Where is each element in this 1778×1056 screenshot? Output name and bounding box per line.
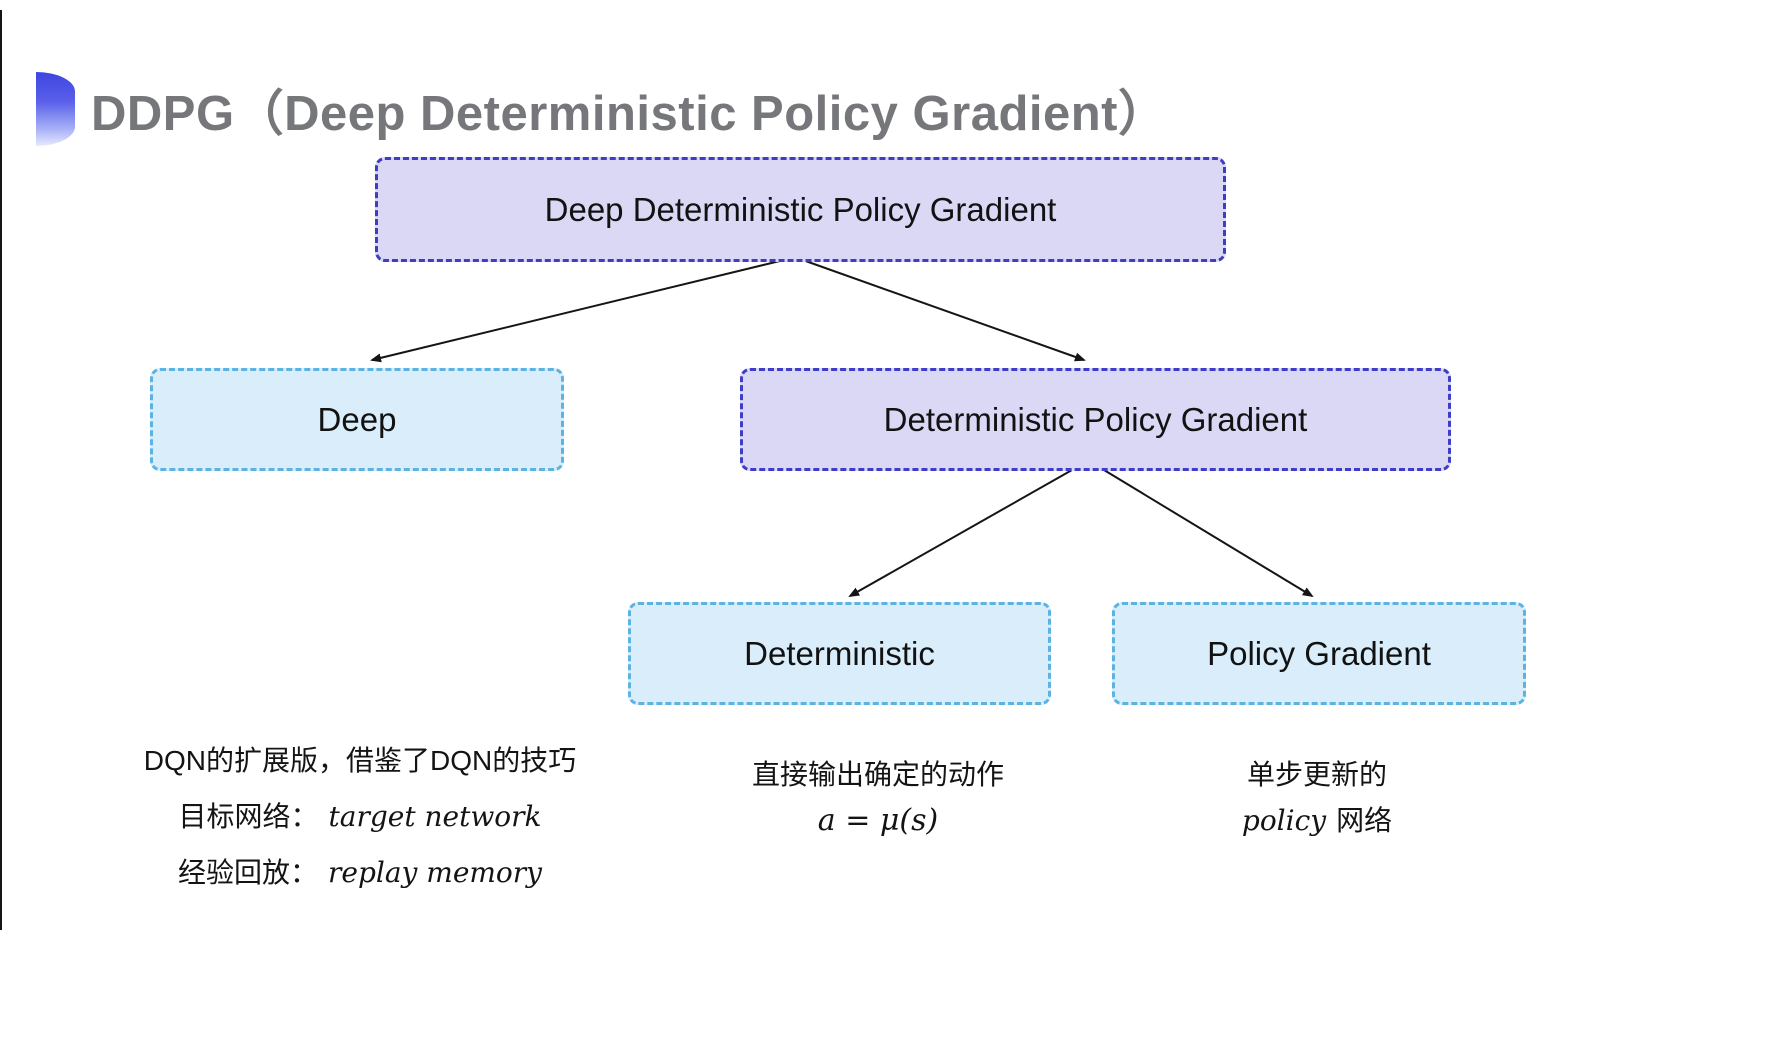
page-title: DDPG（Deep Deterministic Policy Gradient） xyxy=(91,86,1168,141)
arrow-dpg-to-policy-gradient xyxy=(1103,469,1314,598)
note-deep: DQN的扩展版，借鉴了DQN的技巧 目标网络： target network 经验… xyxy=(100,733,620,901)
note-deep-line1: DQN的扩展版，借鉴了DQN的技巧 xyxy=(143,745,577,776)
node-deep: Deep xyxy=(150,368,564,471)
note-deep-line3: 经验回放： replay memory xyxy=(100,845,620,901)
replay-memory-label: 经验回放： xyxy=(178,857,319,888)
node-deterministic: Deterministic xyxy=(628,602,1051,705)
node-label: Deterministic Policy Gradient xyxy=(883,400,1308,438)
target-network-term: target network xyxy=(328,800,542,833)
node-label: Deep Deterministic Policy Gradient xyxy=(544,190,1057,228)
network-word: 网络 xyxy=(1336,805,1393,836)
note-policy-gradient-line2: policy 网络 xyxy=(1139,798,1495,844)
node-deterministic-policy-gradient: Deterministic Policy Gradient xyxy=(740,368,1451,471)
arrow-dpg-to-deterministic xyxy=(848,469,1073,597)
policy-word: policy xyxy=(1241,804,1327,837)
target-network-label: 目标网络： xyxy=(178,801,319,832)
note-deterministic-line1: 直接输出确定的动作 xyxy=(751,759,1004,790)
node-label: Deep xyxy=(317,400,397,438)
arrow-root-to-dpg xyxy=(799,258,1086,362)
bullet-ball-icon xyxy=(36,72,75,146)
node-deep-deterministic-policy-gradient: Deep Deterministic Policy Gradient xyxy=(375,157,1226,262)
node-label: Policy Gradient xyxy=(1207,634,1431,672)
node-label: Deterministic xyxy=(744,634,935,672)
replay-memory-term: replay memory xyxy=(328,856,542,889)
left-edge-line xyxy=(0,10,2,930)
note-deterministic: 直接输出确定的动作 a = μ(s) xyxy=(700,752,1056,844)
node-policy-gradient: Policy Gradient xyxy=(1112,602,1526,705)
note-policy-gradient: 单步更新的 policy 网络 xyxy=(1139,752,1495,844)
note-deep-line2: 目标网络： target network xyxy=(100,789,620,845)
note-policy-gradient-line1: 单步更新的 xyxy=(1246,759,1387,790)
slide-header: DDPG（Deep Deterministic Policy Gradient） xyxy=(36,72,1168,146)
note-deterministic-formula: a = μ(s) xyxy=(817,803,939,838)
arrow-root-to-deep xyxy=(370,258,789,363)
